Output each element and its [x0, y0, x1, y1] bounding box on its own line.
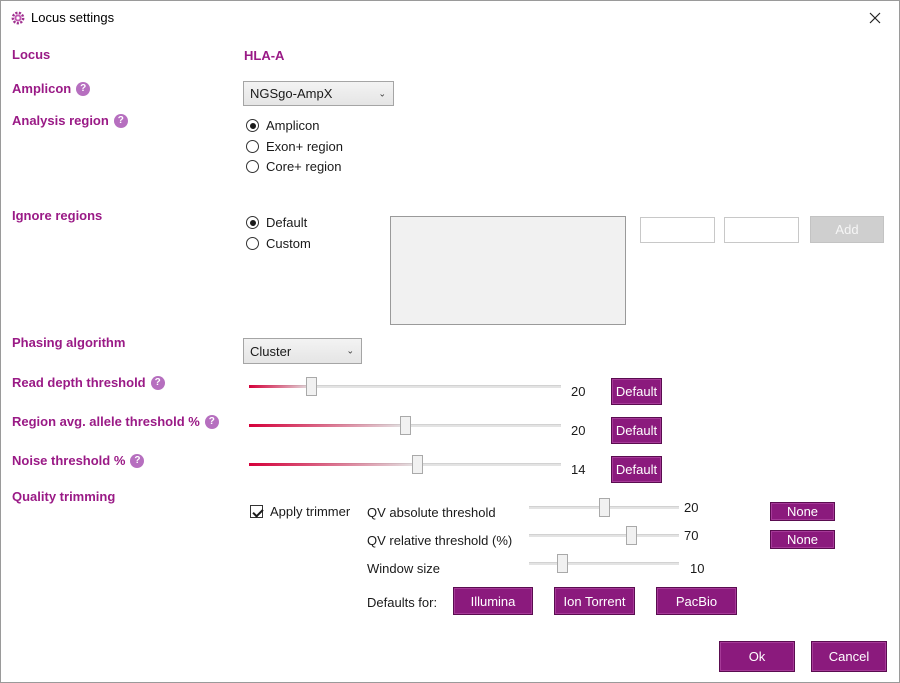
apply-trimmer-label: Apply trimmer — [270, 504, 351, 519]
qv-absolute-value: 20 — [684, 500, 699, 515]
gear-icon — [11, 11, 25, 25]
region-avg-slider-thumb[interactable] — [400, 416, 411, 435]
slider-fill — [249, 463, 417, 466]
radio-exon-region[interactable]: Exon+ region — [246, 139, 343, 154]
help-icon[interactable]: ? — [130, 454, 145, 468]
window-size-slider[interactable] — [529, 554, 679, 573]
radio-ignore-custom[interactable]: Custom — [246, 236, 311, 251]
region-avg-value: 20 — [571, 423, 586, 438]
read-depth-default-button[interactable]: Default — [611, 378, 662, 405]
locus-value: HLA-A — [244, 48, 285, 63]
phasing-select-value: Cluster — [250, 343, 292, 359]
radio-ignore-default-label: Default — [266, 215, 308, 230]
radio-amplicon-label: Amplicon — [266, 118, 320, 133]
analysis-region-label: Analysis region? — [12, 113, 128, 128]
ignore-regions-label-text: Ignore regions — [12, 208, 103, 223]
radio-ignore-default[interactable]: Default — [246, 215, 307, 230]
noise-value: 14 — [571, 462, 586, 477]
qv-relative-value: 70 — [684, 528, 699, 543]
help-icon[interactable]: ? — [76, 82, 91, 96]
qv-relative-label: QV relative threshold (%) — [367, 533, 513, 548]
radio-indicator — [246, 237, 259, 250]
checkbox-indicator — [250, 505, 263, 518]
help-icon[interactable]: ? — [204, 415, 219, 429]
qv-relative-none-button[interactable]: None — [770, 530, 835, 549]
qv-absolute-slider-thumb[interactable] — [599, 498, 610, 517]
qv-relative-slider[interactable] — [529, 526, 679, 545]
radio-amplicon[interactable]: Amplicon — [246, 118, 319, 133]
radio-indicator — [246, 140, 259, 153]
read-depth-label: Read depth threshold? — [12, 375, 165, 390]
radio-indicator — [246, 160, 259, 173]
region-avg-slider[interactable] — [249, 416, 561, 435]
ignore-regions-list[interactable] — [390, 216, 626, 325]
amplicon-select-value: NGSgo-AmpX — [250, 86, 333, 101]
quality-trimming-label: Quality trimming — [12, 489, 115, 504]
window-size-label: Window size — [367, 561, 440, 576]
help-icon[interactable]: ? — [150, 376, 165, 390]
close-icon — [869, 12, 881, 24]
phasing-algorithm-label-text: Phasing algorithm — [12, 335, 126, 350]
illumina-button[interactable]: Illumina — [453, 587, 533, 615]
phasing-algorithm-label: Phasing algorithm — [12, 335, 125, 350]
slider-fill — [249, 424, 405, 427]
ignore-regions-label: Ignore regions — [12, 208, 102, 223]
quality-trimming-label-text: Quality trimming — [12, 489, 116, 504]
chevron-down-icon: ⌄ — [346, 345, 354, 356]
window-title: Locus settings — [31, 10, 115, 25]
apply-trimmer-checkbox[interactable]: Apply trimmer — [250, 504, 350, 519]
pacbio-button[interactable]: PacBio — [656, 587, 737, 615]
radio-core-region[interactable]: Core+ region — [246, 159, 342, 174]
noise-label-text: Noise threshold % — [12, 453, 126, 468]
chevron-down-icon: ⌄ — [378, 88, 386, 98]
add-button[interactable]: Add — [810, 216, 884, 243]
region-end-input[interactable] — [724, 217, 799, 243]
noise-slider-thumb[interactable] — [412, 455, 423, 474]
qv-absolute-label: QV absolute threshold — [367, 505, 496, 520]
defaults-for-label: Defaults for: — [367, 595, 438, 610]
qv-absolute-none-button[interactable]: None — [770, 502, 835, 521]
radio-ignore-custom-label: Custom — [266, 236, 311, 251]
radio-indicator — [246, 119, 259, 132]
phasing-algorithm-select[interactable]: Cluster ⌄ — [243, 338, 362, 364]
radio-exon-region-label: Exon+ region — [266, 139, 343, 154]
window-size-value: 10 — [690, 561, 705, 576]
amplicon-select[interactable]: NGSgo-AmpX ⌄ — [243, 81, 394, 106]
region-start-input[interactable] — [640, 217, 715, 243]
qv-relative-slider-thumb[interactable] — [626, 526, 637, 545]
analysis-region-label-text: Analysis region — [12, 113, 109, 128]
region-avg-label: Region avg. allele threshold %? — [12, 414, 219, 429]
noise-slider[interactable] — [249, 455, 561, 474]
ion-torrent-button[interactable]: Ion Torrent — [554, 587, 635, 615]
locus-label: Locus — [12, 47, 50, 62]
read-depth-slider-thumb[interactable] — [306, 377, 317, 396]
amplicon-label-text: Amplicon — [12, 81, 72, 96]
radio-indicator — [246, 216, 259, 229]
radio-core-region-label: Core+ region — [266, 159, 342, 174]
noise-default-button[interactable]: Default — [611, 456, 662, 483]
cancel-button[interactable]: Cancel — [811, 641, 887, 672]
title-bar: Locus settings — [1, 1, 899, 34]
region-avg-label-text: Region avg. allele threshold % — [12, 414, 200, 429]
slider-fill — [249, 385, 311, 388]
help-icon[interactable]: ? — [113, 114, 128, 128]
locus-label-text: Locus — [12, 47, 51, 62]
close-button[interactable] — [855, 4, 895, 32]
amplicon-label: Amplicon? — [12, 81, 91, 96]
read-depth-label-text: Read depth threshold — [12, 375, 146, 390]
window-size-slider-thumb[interactable] — [557, 554, 568, 573]
noise-label: Noise threshold %? — [12, 453, 145, 468]
read-depth-slider[interactable] — [249, 377, 561, 396]
region-avg-default-button[interactable]: Default — [611, 417, 662, 444]
qv-absolute-slider[interactable] — [529, 498, 679, 517]
read-depth-value: 20 — [571, 384, 586, 399]
ok-button[interactable]: Ok — [719, 641, 795, 672]
